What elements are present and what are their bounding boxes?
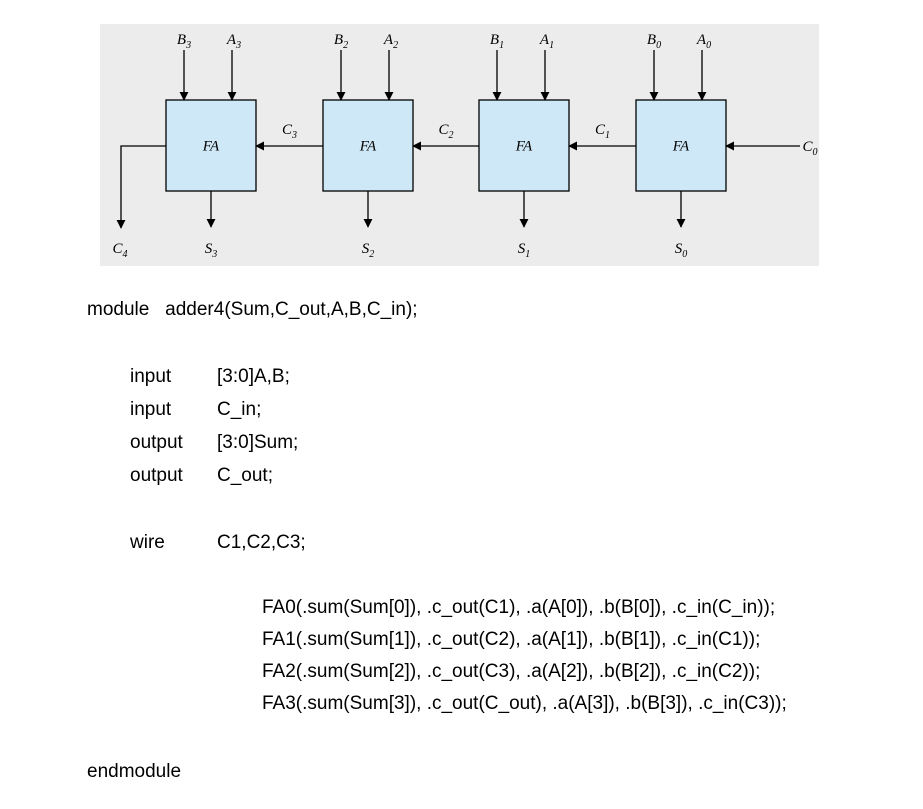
full-adder-label: FA xyxy=(672,139,690,155)
decl-keyword: output xyxy=(130,465,183,486)
full-adder-block xyxy=(165,99,257,192)
decl-value: [3:0]Sum; xyxy=(217,432,299,453)
full-adder-block xyxy=(478,99,570,192)
wire-value: C1,C2,C3; xyxy=(217,532,306,553)
carry-out-arrow xyxy=(116,145,166,229)
b-input-label: B0 xyxy=(647,32,661,51)
endmodule-line: endmodule xyxy=(87,761,182,782)
full-adder-block xyxy=(322,99,414,192)
carry-label: C1 xyxy=(595,122,610,141)
a-input-label: A0 xyxy=(696,32,711,51)
carry-out-label: C4 xyxy=(112,241,127,260)
carry-label: C2 xyxy=(438,122,453,141)
decl-value: C_out; xyxy=(217,465,273,486)
full-adder-label: FA xyxy=(359,139,377,155)
module-declaration: module adder4(Sum,C_out,A,B,C_in); xyxy=(87,299,418,320)
carry-label: C3 xyxy=(282,122,297,141)
instance-line: FA0(.sum(Sum[0]), .c_out(C1), .a(A[0]), … xyxy=(262,597,776,618)
full-adder-label: FA xyxy=(202,139,220,155)
b-input-label: B3 xyxy=(177,32,191,51)
decl-keyword: output xyxy=(130,432,183,453)
a-input-label: A3 xyxy=(226,32,241,51)
carry-in-label: C0 xyxy=(802,139,817,158)
b-input-label: B2 xyxy=(334,32,348,51)
b-input-label: B1 xyxy=(490,32,504,51)
instance-line: FA2(.sum(Sum[2]), .c_out(C3), .a(A[2]), … xyxy=(262,661,761,682)
sum-output-label: S3 xyxy=(205,241,218,260)
decl-keyword: input xyxy=(130,366,172,387)
a-input-label: A1 xyxy=(539,32,554,51)
full-adder-block xyxy=(635,99,727,192)
decl-value: [3:0]A,B; xyxy=(217,366,290,387)
sum-output-label: S2 xyxy=(362,241,375,260)
wire-keyword: wire xyxy=(130,532,165,553)
sum-output-label: S0 xyxy=(675,241,688,260)
instance-line: FA1(.sum(Sum[1]), .c_out(C2), .a(A[1]), … xyxy=(262,629,761,650)
decl-keyword: input xyxy=(130,399,172,420)
full-adder-label: FA xyxy=(515,139,533,155)
a-input-label: A2 xyxy=(383,32,398,51)
sum-output-label: S1 xyxy=(518,241,531,260)
decl-value: C_in; xyxy=(217,399,262,420)
instance-line: FA3(.sum(Sum[3]), .c_out(C_out), .a(A[3]… xyxy=(262,693,787,714)
